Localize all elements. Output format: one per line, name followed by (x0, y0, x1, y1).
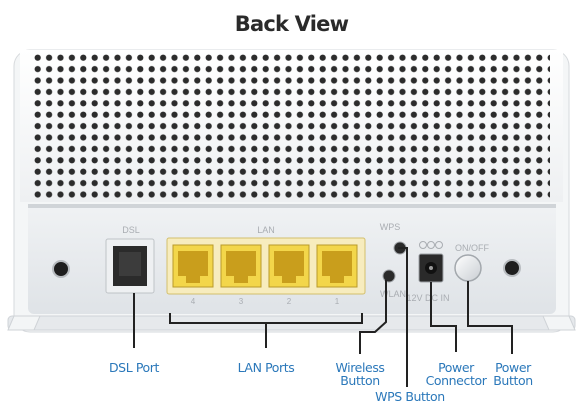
lan-port-3 (220, 244, 262, 288)
wireless-button-callout-line1: Wireless (335, 360, 385, 375)
wireless-button-callout: Wireless Button (328, 361, 392, 387)
power-connector-callout: Power Connector (418, 361, 494, 387)
wlan-panel-label: WLAN (380, 289, 406, 299)
polarity-symbol-icon (419, 241, 443, 249)
dsl-port (105, 238, 155, 294)
power-button-callout: Power Button (486, 361, 540, 387)
power-switch (454, 254, 482, 282)
lan-port-number-1: 1 (335, 297, 340, 306)
ventilation-grille (32, 52, 550, 198)
dsl-port-callout: DSL Port (108, 360, 160, 375)
wps-leader-line (398, 247, 408, 387)
lan-port-number-3: 3 (239, 297, 244, 306)
lan-port-1 (316, 244, 358, 288)
power-button-leader-line (467, 281, 513, 354)
left-screw (52, 260, 70, 278)
power-button-callout-line1: Power (495, 360, 531, 375)
lan-port-number-2: 2 (287, 297, 292, 306)
wireless-button-callout-line2: Button (340, 373, 380, 388)
wps-button-callout: WPS Button (375, 389, 445, 404)
leader-lines (133, 247, 513, 387)
power-connector-callout-line2: Connector (425, 373, 487, 388)
power-connector-leader-line (430, 282, 457, 352)
wireless-leader-line (359, 280, 387, 354)
power-button-callout-line2: Button (493, 373, 533, 388)
dsl-panel-label: DSL (122, 225, 140, 235)
power-connector-port (418, 253, 444, 283)
onoff-panel-label: ON/OFF (455, 243, 489, 253)
lan-port-4 (172, 244, 214, 288)
lan-port-2 (268, 244, 310, 288)
diagram-title: Back View (234, 12, 349, 36)
power-connector-callout-line1: Power (438, 360, 474, 375)
power-panel-label: 12V DC IN (406, 293, 449, 303)
lan-panel-label: LAN (257, 225, 275, 235)
wlan-button (382, 269, 396, 283)
right-screw (503, 259, 521, 277)
lan-ports-callout: LAN Ports (237, 360, 295, 375)
lan-port-block (166, 237, 366, 295)
lan-port-number-4: 4 (191, 297, 196, 306)
wps-panel-label: WPS (380, 222, 401, 232)
